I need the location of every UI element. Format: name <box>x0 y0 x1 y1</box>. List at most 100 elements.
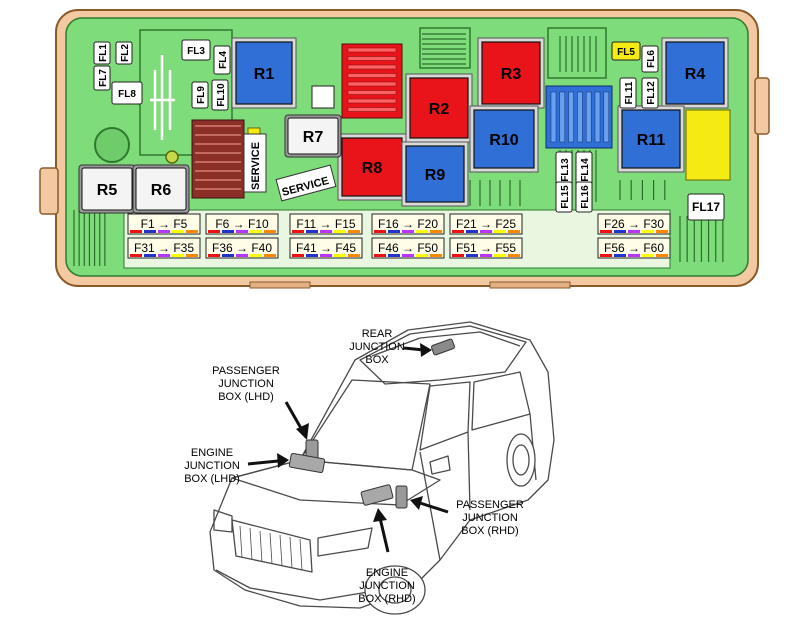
fusible-link-fl3: FL3 <box>181 39 211 61</box>
fuse-range-f16-f20: F16 → F20 <box>371 213 445 235</box>
yellow-module <box>685 109 731 181</box>
arrowhead-passenger-rhd <box>410 496 423 510</box>
mount-hole <box>94 127 130 163</box>
terminal-bar <box>603 91 610 143</box>
relay-label: R1 <box>254 66 275 83</box>
relay-body <box>81 167 133 211</box>
fuse-color-strip <box>642 230 654 233</box>
passenger-junction-box-rhd-marker <box>395 485 408 509</box>
fusible-link-body <box>181 39 211 61</box>
headlight-left <box>213 509 233 533</box>
fusible-link-body <box>115 41 133 65</box>
fuse-color-strip <box>656 230 668 233</box>
heater-bar <box>347 73 397 78</box>
fuse-color-strip <box>208 230 220 233</box>
arrow-passenger-rhd <box>419 501 449 514</box>
fuse-color-strip <box>430 230 442 233</box>
fuse-color-strip <box>348 254 360 257</box>
callout-engine-rhd-line2: JUNCTION <box>359 580 415 592</box>
service-labels: SERVICE SERVICE <box>243 133 337 202</box>
relay-r6: R6 <box>132 164 190 214</box>
relay-label: R2 <box>429 101 450 118</box>
terminal-bar <box>550 91 557 143</box>
relay-body <box>665 41 725 105</box>
fuse-color-strip <box>250 254 262 257</box>
relay-label: R5 <box>97 182 118 199</box>
relay-label: R3 <box>501 66 522 83</box>
fusible-link-body <box>575 181 593 213</box>
callout-engine-rhd-line1: ENGINE <box>366 567 408 579</box>
fuse-range-cell <box>597 213 671 235</box>
arrow-engine-rhd <box>378 517 390 553</box>
fuse-range-label: F31 → F35 <box>134 241 194 255</box>
arrow-engine-lhd <box>247 459 279 466</box>
fuse-color-strip <box>508 254 520 257</box>
callout-engine-lhd-line2: JUNCTION <box>184 460 240 472</box>
fusible-link-label: FL16 <box>580 185 591 209</box>
heater-bar <box>347 107 397 112</box>
fusible-link-fl8: FL8 <box>111 81 143 105</box>
heater-bar <box>347 56 397 61</box>
fuse-color-strip <box>172 254 184 257</box>
heater-bar <box>347 90 397 95</box>
fuse-color-strip <box>494 230 506 233</box>
relay-body <box>481 41 541 105</box>
fusible-link-label: FL8 <box>118 89 136 100</box>
terminal-bar <box>594 91 601 143</box>
fusible-link-label: FL12 <box>646 81 657 105</box>
fuse-color-strip <box>388 230 400 233</box>
fuse-range-label: F36 → F40 <box>212 241 272 255</box>
fusible-link-body <box>93 41 111 65</box>
housing-tab-bottom-1 <box>249 281 311 289</box>
fuse-range-label: F46 → F50 <box>378 241 438 255</box>
fusible-link-label: FL1 <box>98 44 109 62</box>
fuse-color-strip <box>600 254 612 257</box>
front-wheel <box>364 565 426 615</box>
engine-junction-box-lhd-marker <box>288 452 326 474</box>
fusible-link-fl15: FL15 <box>555 181 573 213</box>
callout-passenger-lhd-line3: BOX (LHD) <box>218 391 274 403</box>
fuse-range-f41-f45: F41 → F45 <box>289 237 363 259</box>
relay-body <box>135 167 187 211</box>
fuse-color-strip <box>158 254 170 257</box>
fuse-color-strip <box>334 230 346 233</box>
housing-tab-left <box>39 167 59 215</box>
arrowhead-engine-rhd <box>373 508 387 522</box>
relay-body <box>409 77 469 139</box>
fusible-link-label: FL17 <box>692 200 720 214</box>
relay-body <box>405 145 465 203</box>
fuse-range-f46-f50: F46 → F50 <box>371 237 445 259</box>
fuse-range-cell <box>371 213 445 235</box>
junction-box-markers <box>288 338 455 509</box>
fuse-color-strip <box>416 254 428 257</box>
fuse-color-strip <box>130 254 142 257</box>
fuse-range-label: F6 → F10 <box>215 217 269 231</box>
fuse-color-strip <box>208 254 220 257</box>
fuse-color-strip <box>250 230 262 233</box>
fuse-range-f56-f60: F56 → F60 <box>597 237 671 259</box>
relay-r4: R4 <box>661 37 729 109</box>
fusible-link-fl1: FL1 <box>93 41 111 65</box>
relay-r2: R2 <box>405 73 473 143</box>
callout-passenger-rhd-line1: PASSENGER <box>456 499 524 511</box>
arrow-passenger-lhd <box>284 401 304 431</box>
fuse-color-strip <box>600 230 612 233</box>
heater-bar <box>347 64 397 70</box>
relay-socket <box>311 85 335 109</box>
terminal-bar <box>559 91 566 143</box>
fuse-range-f31-f35: F31 → F35 <box>127 237 201 259</box>
fusible-link-label: FL5 <box>617 47 635 58</box>
fuse-range-label: F56 → F60 <box>604 241 664 255</box>
fuse-color-strip <box>172 230 184 233</box>
roof-rail <box>371 331 521 357</box>
fuse-color-strip <box>480 230 492 233</box>
fusible-link-label: FL9 <box>196 86 207 104</box>
relay-r1: R1 <box>231 37 297 109</box>
fuse-color-strip <box>628 230 640 233</box>
fuse-range-cell <box>371 237 445 259</box>
fuse-range-cell <box>127 237 201 259</box>
